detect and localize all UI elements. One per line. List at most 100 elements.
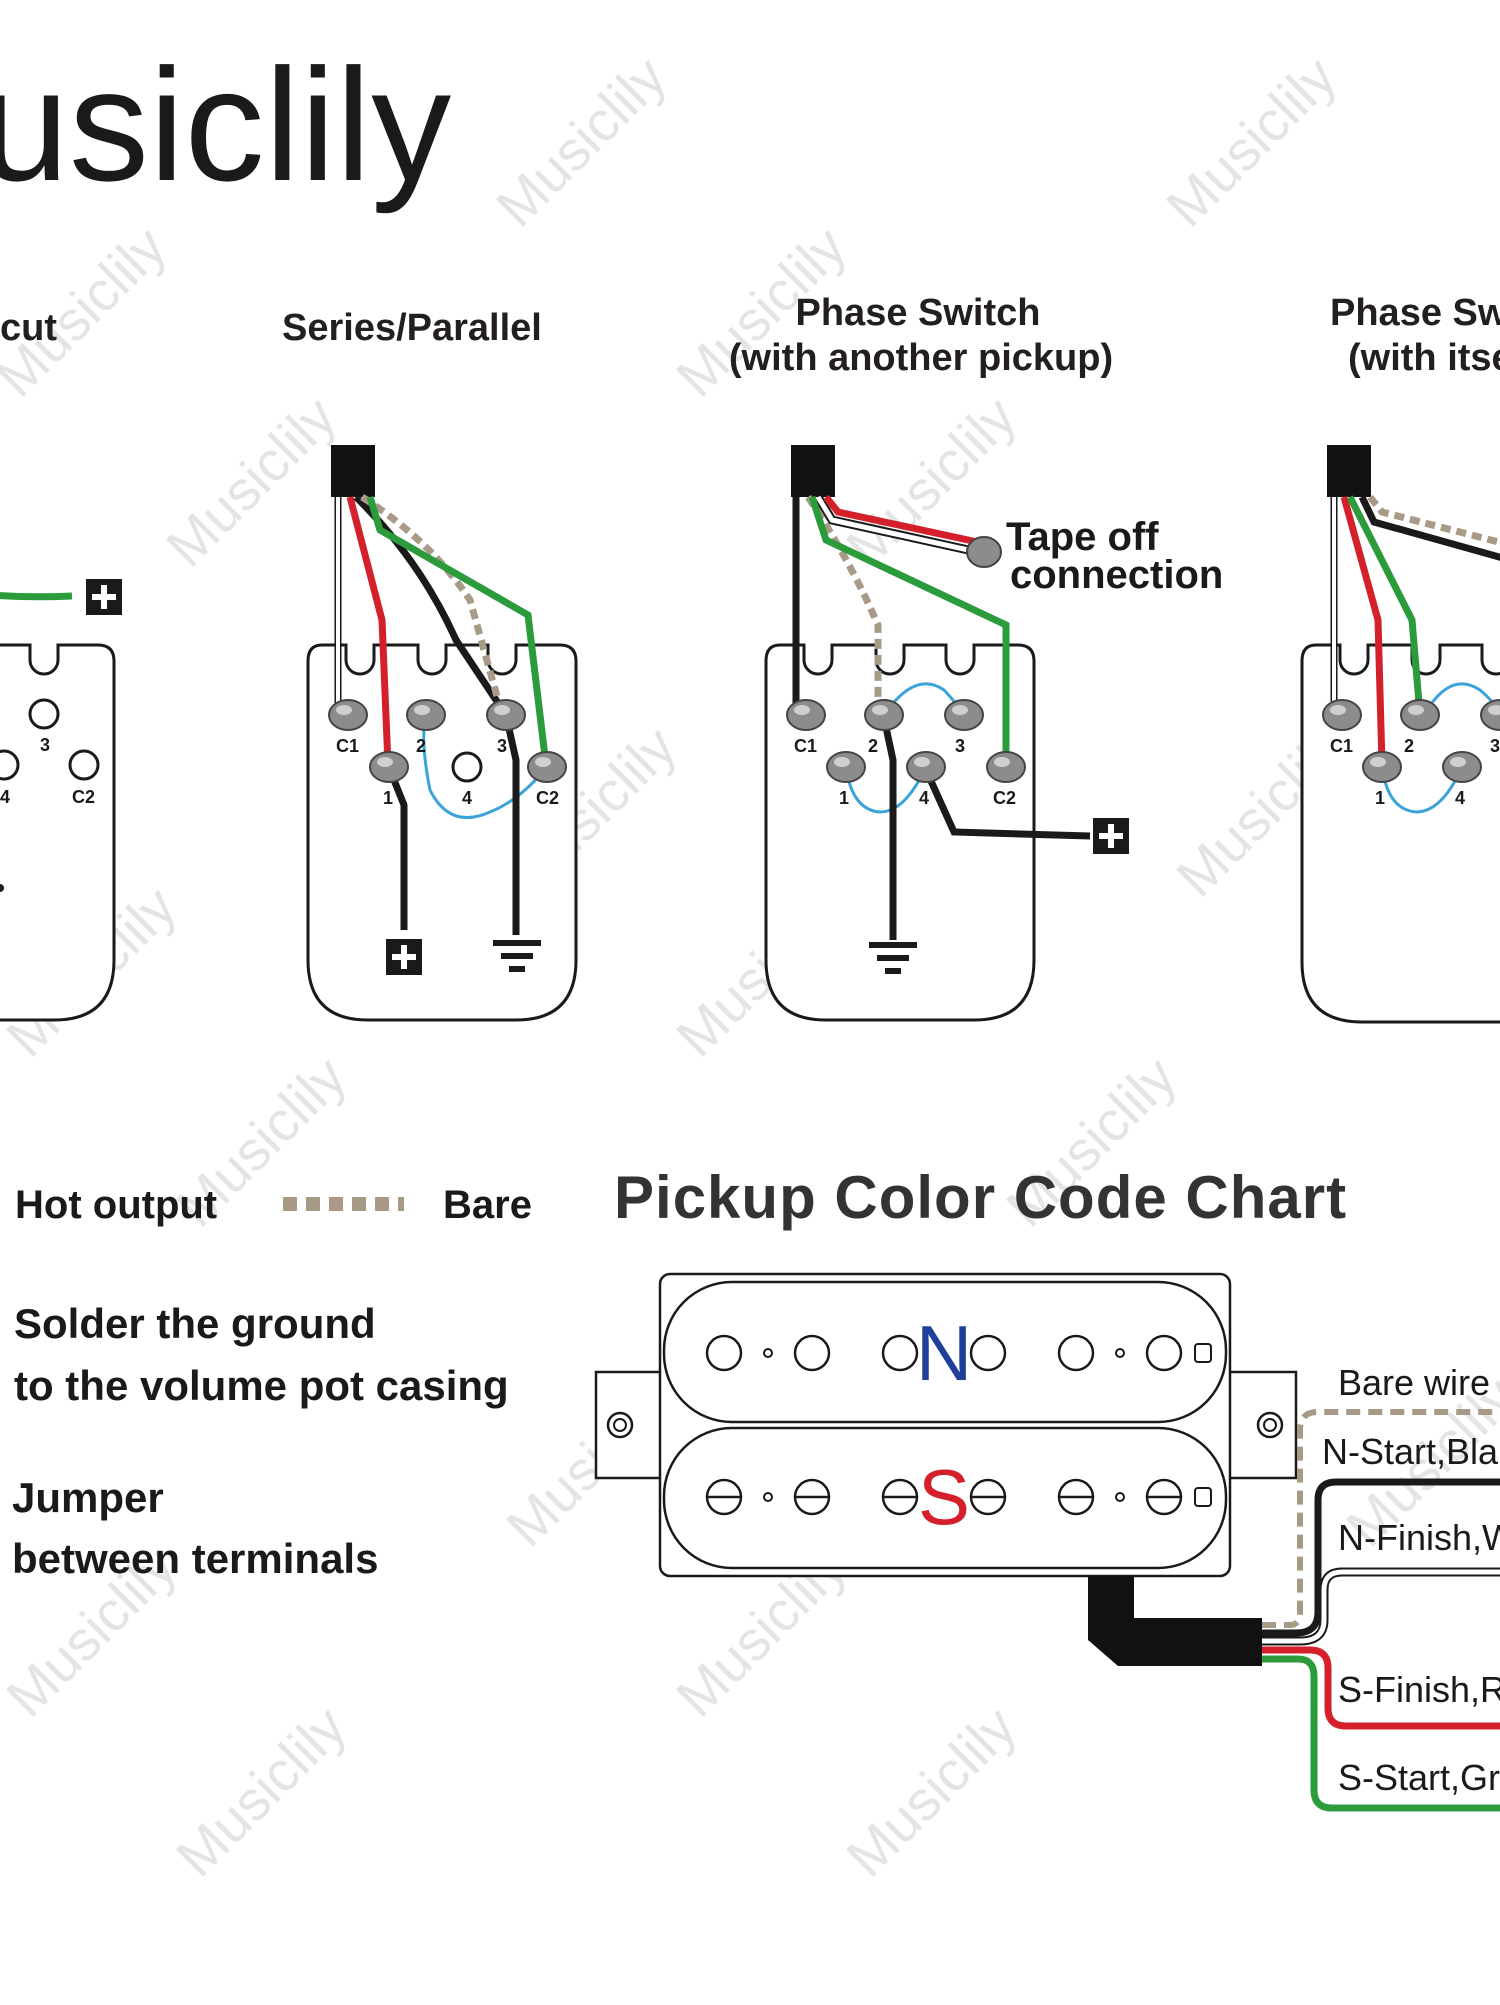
ground-note-line1: Solder the ground — [14, 1300, 376, 1347]
south-finish-red-wire — [1262, 1646, 1500, 1730]
legend: Hot output Bare Solder the ground to the… — [12, 1183, 532, 1582]
bare-wire — [360, 494, 502, 701]
terminal-label-c1: C1 — [336, 736, 359, 756]
pickup-output-wires: Bare wire N-Start,Bla N-Finish,W S-Finis… — [1262, 1362, 1500, 1812]
diagram-phase-switch-another: C1 2 3 1 4 C2 Tape off connection — [764, 445, 1223, 1022]
terminal-hole — [28, 698, 60, 730]
ground-note-line2: to the volume pot casing — [14, 1362, 509, 1409]
watermark-text: Musiclily — [834, 1694, 1028, 1888]
terminal-label-2: 2 — [416, 736, 426, 756]
watermark-text: Musiclily — [484, 44, 678, 238]
terminal-label-4: 4 — [0, 787, 10, 807]
pickup-cable-sheath — [331, 445, 375, 497]
north-start-black-wire — [1262, 1478, 1500, 1637]
black-wire — [1358, 495, 1500, 561]
jumper-note-line1: Jumper — [12, 1474, 164, 1521]
terminal-2 — [406, 699, 446, 731]
terminal-3 — [486, 699, 526, 731]
terminal-label-3: 3 — [497, 736, 507, 756]
diagram-title-phase-switch-line1: Phase Switch — [796, 292, 1041, 334]
green-wire — [1346, 495, 1424, 716]
terminal-1 — [826, 751, 866, 783]
north-label: N — [916, 1309, 972, 1397]
terminal-1 — [369, 751, 409, 783]
green-wire — [366, 495, 550, 766]
pole-piece — [969, 1334, 1007, 1372]
diagram-phase-switch-self: C1 2 3 1 4 — [1300, 445, 1500, 1024]
switch-body — [0, 643, 116, 1022]
jumper-note-line2: between terminals — [12, 1535, 378, 1582]
terminal-c2 — [527, 751, 567, 783]
pole-piece — [881, 1334, 919, 1372]
pole-screw — [793, 1478, 831, 1516]
watermark-text: Musiclily — [1154, 44, 1348, 238]
diagram-title-cut: cut — [0, 307, 57, 349]
terminal-label-c2: C2 — [72, 787, 95, 807]
south-label: S — [918, 1453, 970, 1541]
brand-logo: usiclily — [0, 35, 451, 214]
hot-output-icon — [386, 939, 422, 975]
terminal-hole — [0, 749, 20, 781]
pole-screw — [1145, 1478, 1183, 1516]
terminal-c1 — [328, 699, 368, 731]
pole-screw — [969, 1478, 1007, 1516]
pickup-cable-sheath — [1327, 445, 1371, 497]
tape-off-label-line2: connection — [1010, 553, 1223, 597]
n-finish-label: N-Finish,W — [1338, 1517, 1500, 1558]
humbucker-pickup: N S — [594, 1272, 1298, 1578]
terminal-c2 — [986, 751, 1026, 783]
jumper-wire — [1380, 766, 1464, 814]
terminal-label-3: 3 — [1490, 736, 1500, 756]
hot-output-icon — [86, 579, 122, 615]
terminal-4 — [1442, 751, 1482, 783]
jumper-wire — [844, 766, 928, 814]
terminal-label-4: 4 — [919, 788, 929, 808]
terminal-label-2: 2 — [868, 736, 878, 756]
wire-end-dot — [0, 884, 4, 892]
red-wire — [823, 494, 983, 547]
white-wire — [815, 495, 983, 556]
terminal-label-3: 3 — [40, 735, 50, 755]
terminal-hole — [68, 749, 100, 781]
terminal-4 — [906, 751, 946, 783]
terminal-c1 — [1322, 699, 1362, 731]
watermark-text: Musiclily — [164, 1694, 358, 1888]
legend-hot-output-label: Hot output — [15, 1183, 217, 1227]
green-wire — [0, 592, 73, 601]
pickup-lead-cable — [1088, 1576, 1262, 1666]
color-chart-title: Pickup Color Code Chart — [614, 1164, 1347, 1231]
bare-wire-label: Bare wire — [1338, 1362, 1490, 1403]
hot-lead — [922, 768, 1091, 840]
pickup-cable-sheath — [791, 445, 835, 497]
south-start-green-wire — [1262, 1655, 1500, 1812]
hot-output-icon — [1093, 818, 1129, 854]
pole-piece — [1057, 1334, 1095, 1372]
pole-piece — [793, 1334, 831, 1372]
n-start-label: N-Start,Bla — [1322, 1431, 1499, 1472]
pole-screw — [705, 1478, 743, 1516]
terminal-label-c2: C2 — [993, 788, 1016, 808]
watermark-layer: Musiclily Musiclily Musiclily Musiclily … — [0, 44, 1500, 1888]
watermark-text: Musiclily — [154, 384, 348, 578]
red-wire — [346, 496, 392, 766]
south-coil — [662, 1426, 1228, 1570]
switch-body — [764, 643, 1036, 1022]
terminal-3 — [944, 699, 984, 731]
pole-screw — [1057, 1478, 1095, 1516]
diagram-title-phase-switch-self-line2: (with itse — [1348, 337, 1500, 379]
terminal-label-3: 3 — [955, 736, 965, 756]
bare-wire — [1367, 494, 1500, 547]
diagram-cut: 3 4 C2 — [0, 579, 122, 1022]
diagram-title-phase-switch-line2: (with another pickup) — [729, 337, 1113, 379]
terminal-2 — [864, 699, 904, 731]
north-finish-white-wire — [1262, 1569, 1500, 1644]
green-wire — [808, 495, 1010, 765]
diagram-title-series-parallel: Series/Parallel — [282, 307, 542, 349]
terminal-label-1: 1 — [839, 788, 849, 808]
terminal-1 — [1362, 751, 1402, 783]
pole-screw — [881, 1478, 919, 1516]
pole-piece — [705, 1334, 743, 1372]
ground-lead — [880, 717, 897, 940]
